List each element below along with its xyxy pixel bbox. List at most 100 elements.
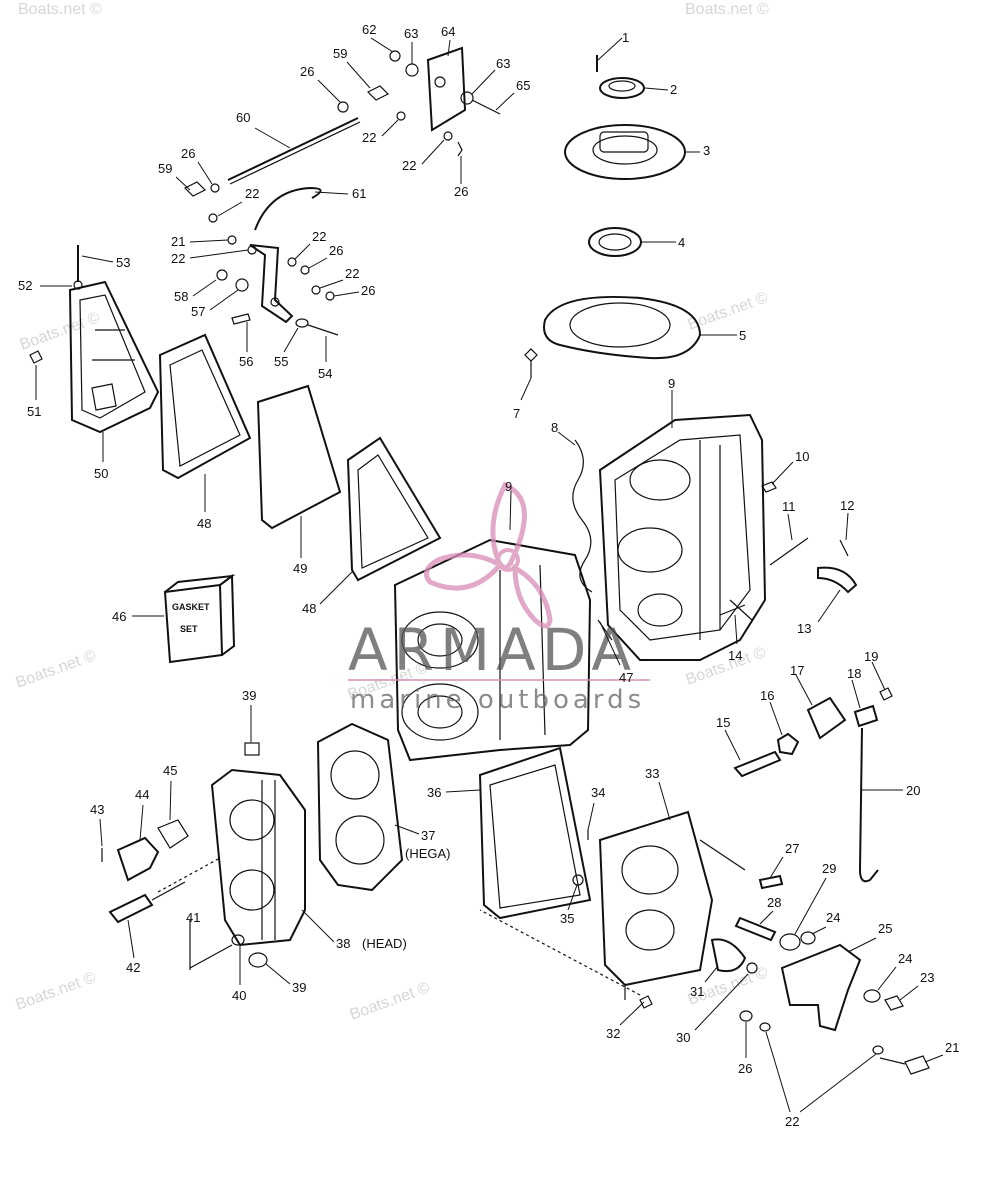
callout-label: 31 [690, 984, 704, 999]
callout-label: 42 [126, 960, 140, 975]
callout-label: 60 [236, 110, 250, 125]
callout-label: 27 [785, 841, 799, 856]
callout-label: 18 [847, 666, 861, 681]
part-gaskets-48-49 [158, 333, 442, 582]
watermark: Boats.net © [684, 644, 769, 689]
callout-label: (HEAD) [362, 936, 407, 951]
watermark: Boats.net © [14, 647, 99, 692]
watermark: Boats.net © [685, 1, 769, 18]
callout-label: 20 [906, 783, 920, 798]
callout-label: 19 [864, 649, 878, 664]
callout-label: 21 [171, 234, 185, 249]
callout-label: 50 [94, 466, 108, 481]
callout-label: 36 [427, 785, 441, 800]
assembly-guide-lines [157, 857, 641, 996]
watermark: Boats.net © [18, 1, 102, 18]
callout-label: 26 [300, 64, 314, 79]
callout-label: 28 [767, 895, 781, 910]
brand-name: ARMADA [348, 616, 637, 684]
callout-label: 53 [116, 255, 130, 270]
callout-label: 3 [703, 143, 710, 158]
callout-label: 9 [668, 376, 675, 391]
callout-label: 61 [352, 186, 366, 201]
callout-label: 37 [421, 828, 435, 843]
callout-label: 64 [441, 24, 455, 39]
parts-layer: GASKET SET [29, 46, 930, 1075]
gasket-box-label: GASKET [172, 602, 210, 612]
callout-label: 33 [645, 766, 659, 781]
callout-label: 16 [760, 688, 774, 703]
callout-label: 34 [591, 785, 605, 800]
part-linkage-group [183, 46, 501, 336]
callout-label: 40 [232, 988, 246, 1003]
callout-label: 2 [670, 82, 677, 97]
callout-label: 58 [174, 289, 188, 304]
callout-label: 59 [333, 46, 347, 61]
part-bearing-housing-group [524, 55, 702, 378]
callout-label: 5 [739, 328, 746, 343]
callout-label: 47 [619, 670, 633, 685]
callout-label: 24 [826, 910, 840, 925]
callout-label: 46 [112, 609, 126, 624]
callout-label: 9 [505, 479, 512, 494]
part-cover-33 [572, 810, 714, 1009]
callout-label: 44 [135, 787, 149, 802]
callout-label: 11 [782, 499, 796, 514]
callout-label: 52 [18, 278, 32, 293]
part-seal-8 [572, 439, 593, 593]
callout-label: 48 [302, 601, 316, 616]
callout-label: 7 [513, 406, 520, 421]
part-head-gasket-37 [316, 722, 404, 892]
part-cover-50 [29, 245, 160, 434]
watermark: Boats.net © [348, 979, 433, 1024]
callout-label: 12 [840, 498, 854, 513]
callout-label: 1 [622, 30, 629, 45]
callout-label: 22 [171, 251, 185, 266]
callout-label: 39 [292, 980, 306, 995]
logo-petal [490, 481, 527, 570]
callout-label: 62 [362, 22, 376, 37]
callout-label: 35 [560, 911, 574, 926]
callout-label: 59 [158, 161, 172, 176]
part-gasket-set-box: GASKET SET [163, 574, 236, 664]
callout-label: 22 [345, 266, 359, 281]
callout-label: (HEGA) [405, 846, 451, 861]
part-bracket-hardware [624, 839, 930, 1075]
part-tiller-hardware [729, 599, 893, 883]
callout-label: 17 [790, 663, 804, 678]
callout-label: 4 [678, 235, 685, 250]
logo-petal [512, 563, 553, 629]
logo-petal [423, 552, 504, 591]
callout-label: 29 [822, 861, 836, 876]
callout-label: 63 [496, 56, 510, 71]
callout-label: 65 [516, 78, 530, 93]
part-crankcase-9-right [598, 413, 858, 661]
callout-label: 54 [318, 366, 332, 381]
callout-label: 32 [606, 1026, 620, 1041]
callout-label: 26 [329, 243, 343, 258]
callout-label: 43 [90, 802, 104, 817]
brand-tagline: marine outboards [350, 685, 645, 715]
gasket-box-label: SET [180, 624, 198, 634]
callout-label: 41 [186, 910, 200, 925]
callout-label: 10 [795, 449, 809, 464]
callout-label: 22 [245, 186, 259, 201]
watermark: Boats.net © [18, 309, 103, 354]
callout-label: 39 [242, 688, 256, 703]
part-cylinder-block-9-left [393, 538, 613, 762]
callout-label: 38 [336, 936, 350, 951]
callout-label: 63 [404, 26, 418, 41]
callout-label: 22 [312, 229, 326, 244]
callout-label: 8 [551, 420, 558, 435]
callout-label: 25 [878, 921, 892, 936]
callout-label: 21 [945, 1040, 959, 1055]
callout-label: 23 [920, 970, 934, 985]
callout-label: 22 [362, 130, 376, 145]
callout-label: 22 [785, 1114, 799, 1129]
callout-label: 26 [738, 1061, 752, 1076]
callout-label: 15 [716, 715, 730, 730]
callout-label: 26 [181, 146, 195, 161]
callout-layer: 1 2 3 4 5 7 9 8 10 11 12 13 14 9 47 15 1… [18, 22, 959, 1129]
